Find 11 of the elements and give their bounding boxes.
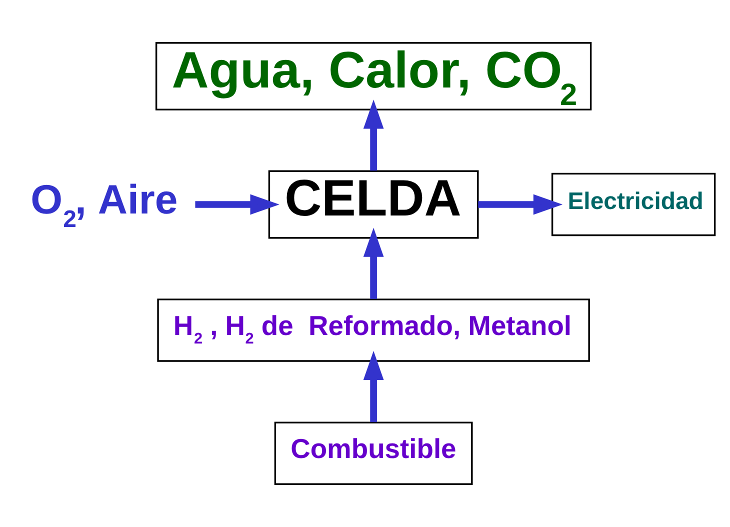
arrow <box>363 228 384 299</box>
arrow <box>478 194 563 215</box>
arrow <box>363 100 384 171</box>
node-box: Electricidad <box>551 172 716 236</box>
node-box: Agua, Calor, CO$_{2}$ <box>155 42 592 110</box>
node-box: H$_{2}$ , H$_{2}$ de Reformado, Metanol <box>157 298 590 362</box>
node-box: CELDA <box>268 170 479 239</box>
arrow <box>363 350 384 422</box>
arrow <box>195 194 280 215</box>
node-box: Combustible <box>274 422 473 486</box>
node-text: O$_{2}$, Aire <box>30 176 178 233</box>
